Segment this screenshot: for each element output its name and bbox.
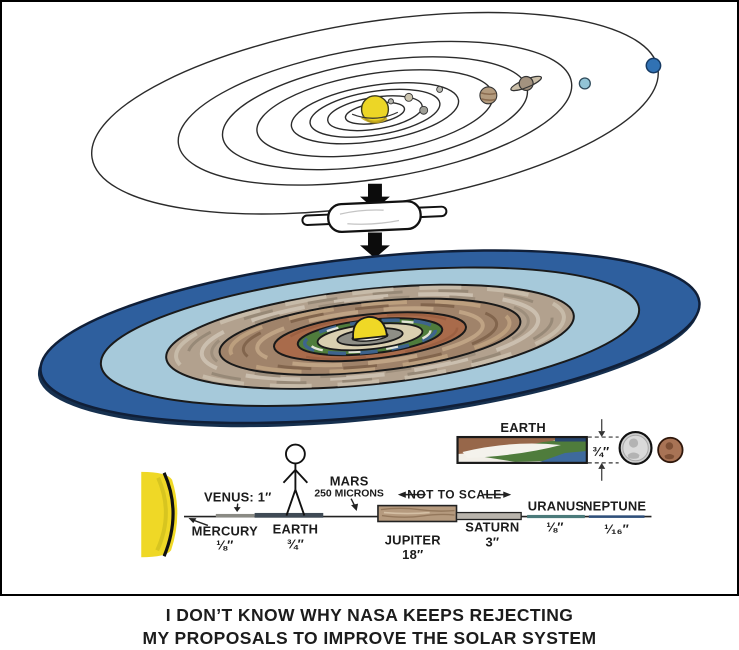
jupiter-label: JUPITER [385, 532, 441, 547]
earth-bar [255, 513, 324, 518]
earth-smear-detail: EARTH ¾″ [458, 419, 683, 481]
stick-figure [283, 445, 307, 516]
mercury-icon [388, 99, 393, 104]
penny-coin-icon [658, 438, 682, 462]
mars-size: 250 MICRONS [314, 489, 384, 500]
earth-thickness-value: ¾″ [592, 444, 609, 459]
mercury-size: ⅛″ [216, 537, 233, 552]
jupiter-size: 18″ [402, 547, 423, 562]
uranus-icon [579, 78, 590, 89]
caption: I DON’T KNOW WHY NASA KEEPS REJECTING MY… [0, 598, 739, 650]
uranus-label: URANUS [528, 499, 585, 514]
earth-size: ¾″ [287, 536, 304, 551]
earth-detail-label: EARTH [500, 420, 545, 435]
rolling-pin-icon [302, 200, 447, 234]
saturn-label: SATURN [465, 519, 519, 534]
not-to-scale-label: NOT TO SCALE [407, 488, 501, 502]
mars-icon [420, 106, 428, 114]
venus-icon [405, 93, 413, 101]
jupiter-bar [378, 506, 457, 522]
mercury-label: MERCURY [192, 523, 258, 538]
uranus-bar [527, 515, 585, 518]
venus-label: VENUS: 1″ [204, 490, 272, 505]
uranus-size: ⅛″ [546, 519, 563, 534]
neptune-bar [589, 515, 645, 518]
saturn-icon [508, 71, 544, 96]
saturn-size: 3″ [485, 534, 499, 549]
earth-label: EARTH [273, 521, 318, 536]
flattened-solar-system [29, 223, 708, 454]
caption-line-1: I DON’T KNOW WHY NASA KEEPS REJECTING [0, 604, 739, 627]
neptune-size: ¹⁄₁₆″ [604, 521, 629, 536]
earth-icon [437, 86, 443, 92]
comic-art: EARTH ¾″ [2, 2, 737, 594]
venus-bar [216, 514, 255, 517]
neptune-label: NEPTUNE [583, 499, 646, 514]
neptune-icon [646, 58, 660, 72]
jupiter-icon [480, 87, 497, 104]
quarter-coin-icon [620, 432, 652, 464]
mars-label: MARS [330, 474, 369, 489]
comic-panel: EARTH ¾″ [0, 0, 739, 596]
